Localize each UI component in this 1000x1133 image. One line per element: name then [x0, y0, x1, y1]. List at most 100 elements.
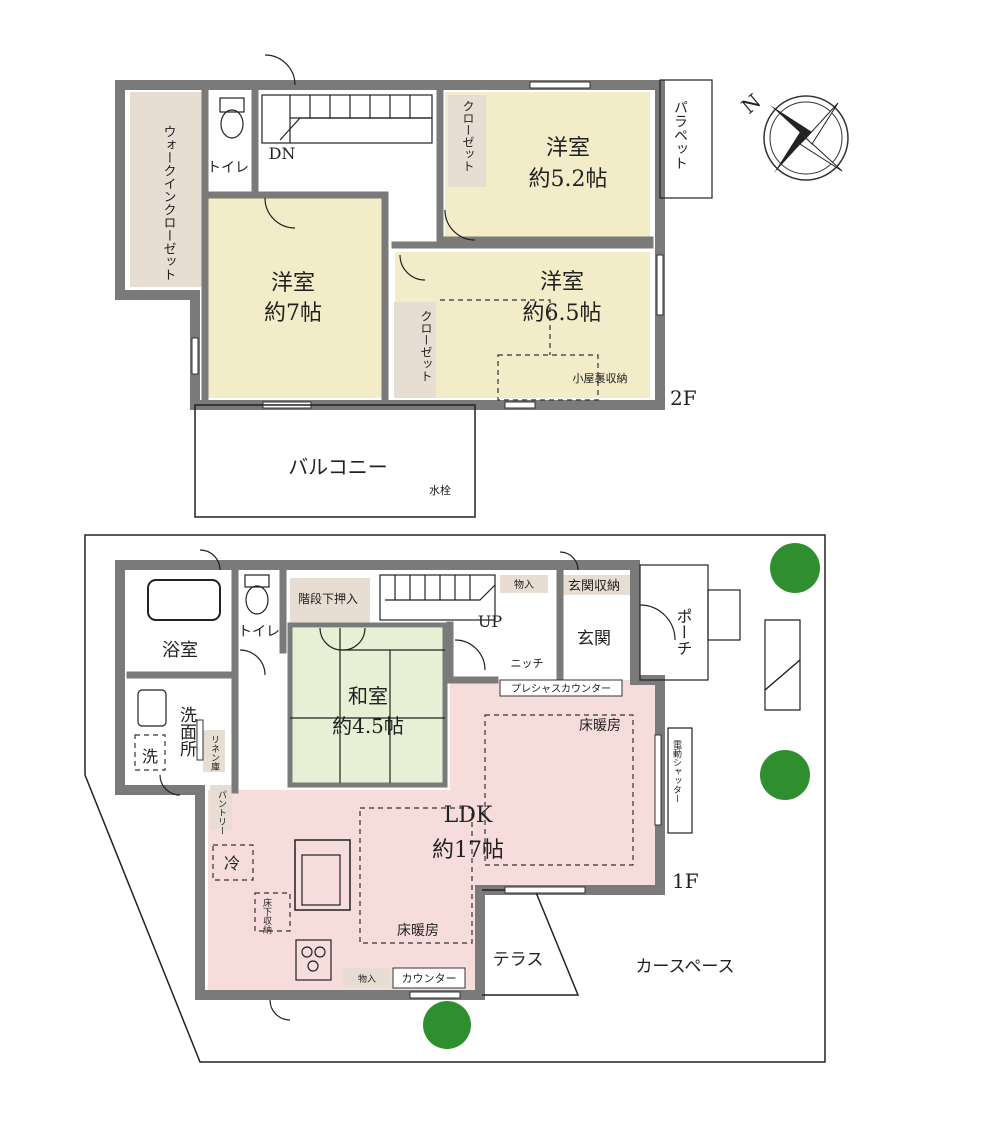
window-1f-kitchen: [409, 991, 461, 999]
closet-b-fill: [394, 302, 436, 398]
attic-outline-2: [440, 299, 551, 355]
window-2f-5: [191, 337, 199, 375]
bedroom-a-size: 約5.2帖: [529, 167, 608, 192]
toilet-bowl-2f: [220, 109, 244, 139]
parapet-label: パラペット: [672, 100, 688, 170]
parapet-box: [659, 79, 713, 199]
wall-bedroom-b: [201, 191, 389, 404]
underfloor-storage-outline: [254, 892, 291, 932]
exterior-wall-1f: [115, 560, 665, 1000]
precious-counter-label: プレシャスカウンター: [511, 683, 611, 695]
electric-shutter-label: 電動シャッター: [671, 740, 682, 803]
balcony-label: バルコニー: [288, 455, 388, 479]
niche-label: ニッチ: [511, 657, 544, 670]
water-tap-label: 水栓: [429, 483, 451, 497]
floor-2f-label: 2F: [670, 386, 697, 410]
bedroom-c-size: 約6.5帖: [523, 301, 602, 326]
door-arc-2f-bedroom-c: [399, 254, 426, 281]
floor-heating-2-label: 床暖房: [397, 923, 439, 939]
stairs-2f: [261, 94, 433, 144]
floor-1f-label: 1F: [672, 869, 699, 893]
walkin-closet-label: ウォークインクローゼット: [161, 125, 177, 281]
planter-1: [764, 619, 801, 692]
door-arc-2f-top: [264, 54, 296, 86]
window-2f-2: [504, 401, 536, 409]
storage-small-fill: [500, 575, 548, 593]
kitchen-island: [294, 839, 351, 911]
japanese-room-name: 和室: [348, 684, 388, 708]
storage-kitchen-label: 物入: [358, 973, 376, 985]
kitchen-stove: [295, 939, 332, 981]
counter-box: [392, 967, 466, 989]
stairs-up-label: UP: [478, 612, 502, 631]
entrance-door-arc: [639, 604, 676, 641]
attic-storage-outline: [497, 354, 599, 401]
compass-needle-north: [770, 105, 812, 138]
terrace-outline: [482, 889, 580, 996]
linen-fill: [203, 730, 225, 772]
pantry-fill: [210, 785, 232, 830]
tree-2: [760, 750, 810, 800]
bedroom-b-size: 約7帖: [264, 301, 322, 326]
terrace-label: テラス: [493, 950, 544, 970]
door-arc-2f-bedroom-a: [444, 209, 476, 241]
ldk-fill: [208, 680, 655, 990]
compass-north-label: N: [737, 89, 766, 119]
porch-step: [707, 589, 741, 641]
walkin-closet-fill: [130, 92, 205, 287]
under-stairs-label: 階段下押入: [298, 591, 358, 606]
wall-bedroom-a: [436, 86, 654, 244]
under-stairs-fill: [290, 578, 370, 624]
wash-basin: [137, 689, 167, 727]
window-2f-3: [656, 254, 664, 316]
floor-2f: [115, 54, 713, 518]
floor-1f: [115, 549, 801, 1021]
japanese-room-size: 約4.5帖: [332, 714, 404, 738]
electric-shutter-box: [667, 727, 693, 834]
counter-label: カウンター: [402, 972, 457, 985]
toilet-2f-label: トイレ: [207, 160, 249, 176]
floor-heating-2-outline: [359, 807, 473, 944]
car-space-label: カースペース: [635, 957, 734, 977]
washer-outline: [134, 734, 166, 771]
washroom-label: 洗面所: [176, 706, 197, 757]
underfloor-storage-label: 床下収納: [261, 897, 272, 935]
precious-counter-box: [499, 679, 623, 697]
compass: [763, 95, 849, 181]
washer-label: 洗: [142, 747, 158, 766]
toilet-tank-1f: [244, 574, 270, 588]
entrance-storage-label: 玄関収納: [568, 579, 620, 594]
balcony-box: [194, 404, 476, 518]
stairs-1f: [379, 574, 496, 621]
floor-heating-1-outline: [484, 714, 634, 866]
door-arc-2f-bedroom-b: [264, 197, 296, 229]
bath-label: 浴室: [162, 640, 198, 661]
bedroom-c-name: 洋室: [540, 270, 584, 295]
toilet-bowl-1f: [245, 585, 269, 615]
entrance-storage-fill: [558, 575, 630, 595]
storage-kitchen-fill: [343, 968, 391, 988]
stairs-down-label: DN: [269, 144, 296, 163]
bedroom-b-name: 洋室: [271, 271, 315, 296]
bedroom-a-name: 洋室: [546, 136, 590, 161]
lot-boundary: [84, 534, 826, 1063]
wall-japanese-room: [287, 622, 448, 788]
kitchen-sink: [301, 854, 341, 906]
window-1f-wash: [196, 719, 204, 761]
tree-3: [423, 1001, 471, 1049]
toilet-1f-label: トイレ: [238, 624, 280, 640]
closet-a-label: クローゼット: [461, 100, 475, 172]
attic-storage-label: 小屋裏収納: [573, 371, 628, 385]
window-1f-south: [504, 886, 586, 894]
floor-heating-1-label: 床暖房: [579, 718, 621, 734]
storage-small-label: 物入: [514, 578, 534, 591]
fridge-outline: [212, 844, 254, 881]
ldk-size: 約17帖: [432, 838, 504, 863]
entrance-label: 玄関: [577, 629, 611, 649]
bedroom-c-fill: [395, 252, 650, 398]
toilet-tank-2f: [219, 97, 245, 113]
wall-hall: [446, 621, 499, 684]
bedroom-b-fill: [205, 198, 385, 398]
pantry-label: パントリー: [216, 790, 227, 835]
